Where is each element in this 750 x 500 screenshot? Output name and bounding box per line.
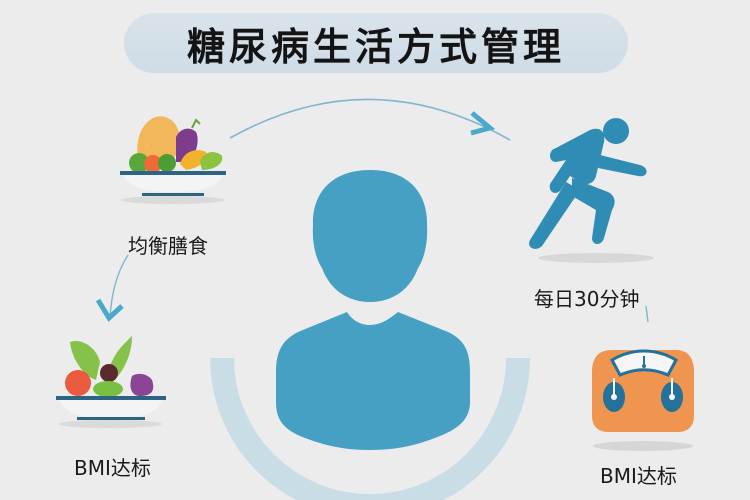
running-person-icon [529,118,654,263]
label-bmi-left: BMI达标 [74,456,151,480]
page-title: 糖尿病生活方式管理 [186,24,565,69]
label-balanced-diet: 均衡膳食 [128,234,208,258]
arrow-diet-to-bmi [95,254,129,322]
title-banner: 糖尿病生活方式管理 [124,13,628,73]
label-bmi-right: BMI达标 [600,464,677,488]
weighing-scale-icon [592,349,694,451]
arrow-diet-to-exercise [229,98,511,141]
person-avatar-icon [276,170,470,450]
center-arc [210,357,530,500]
connector-exercise-to-scale [645,305,649,323]
label-daily-exercise: 每日30分钟 [534,287,640,311]
food-bowl-icon [120,116,226,204]
vegetable-bowl-icon [56,336,166,428]
